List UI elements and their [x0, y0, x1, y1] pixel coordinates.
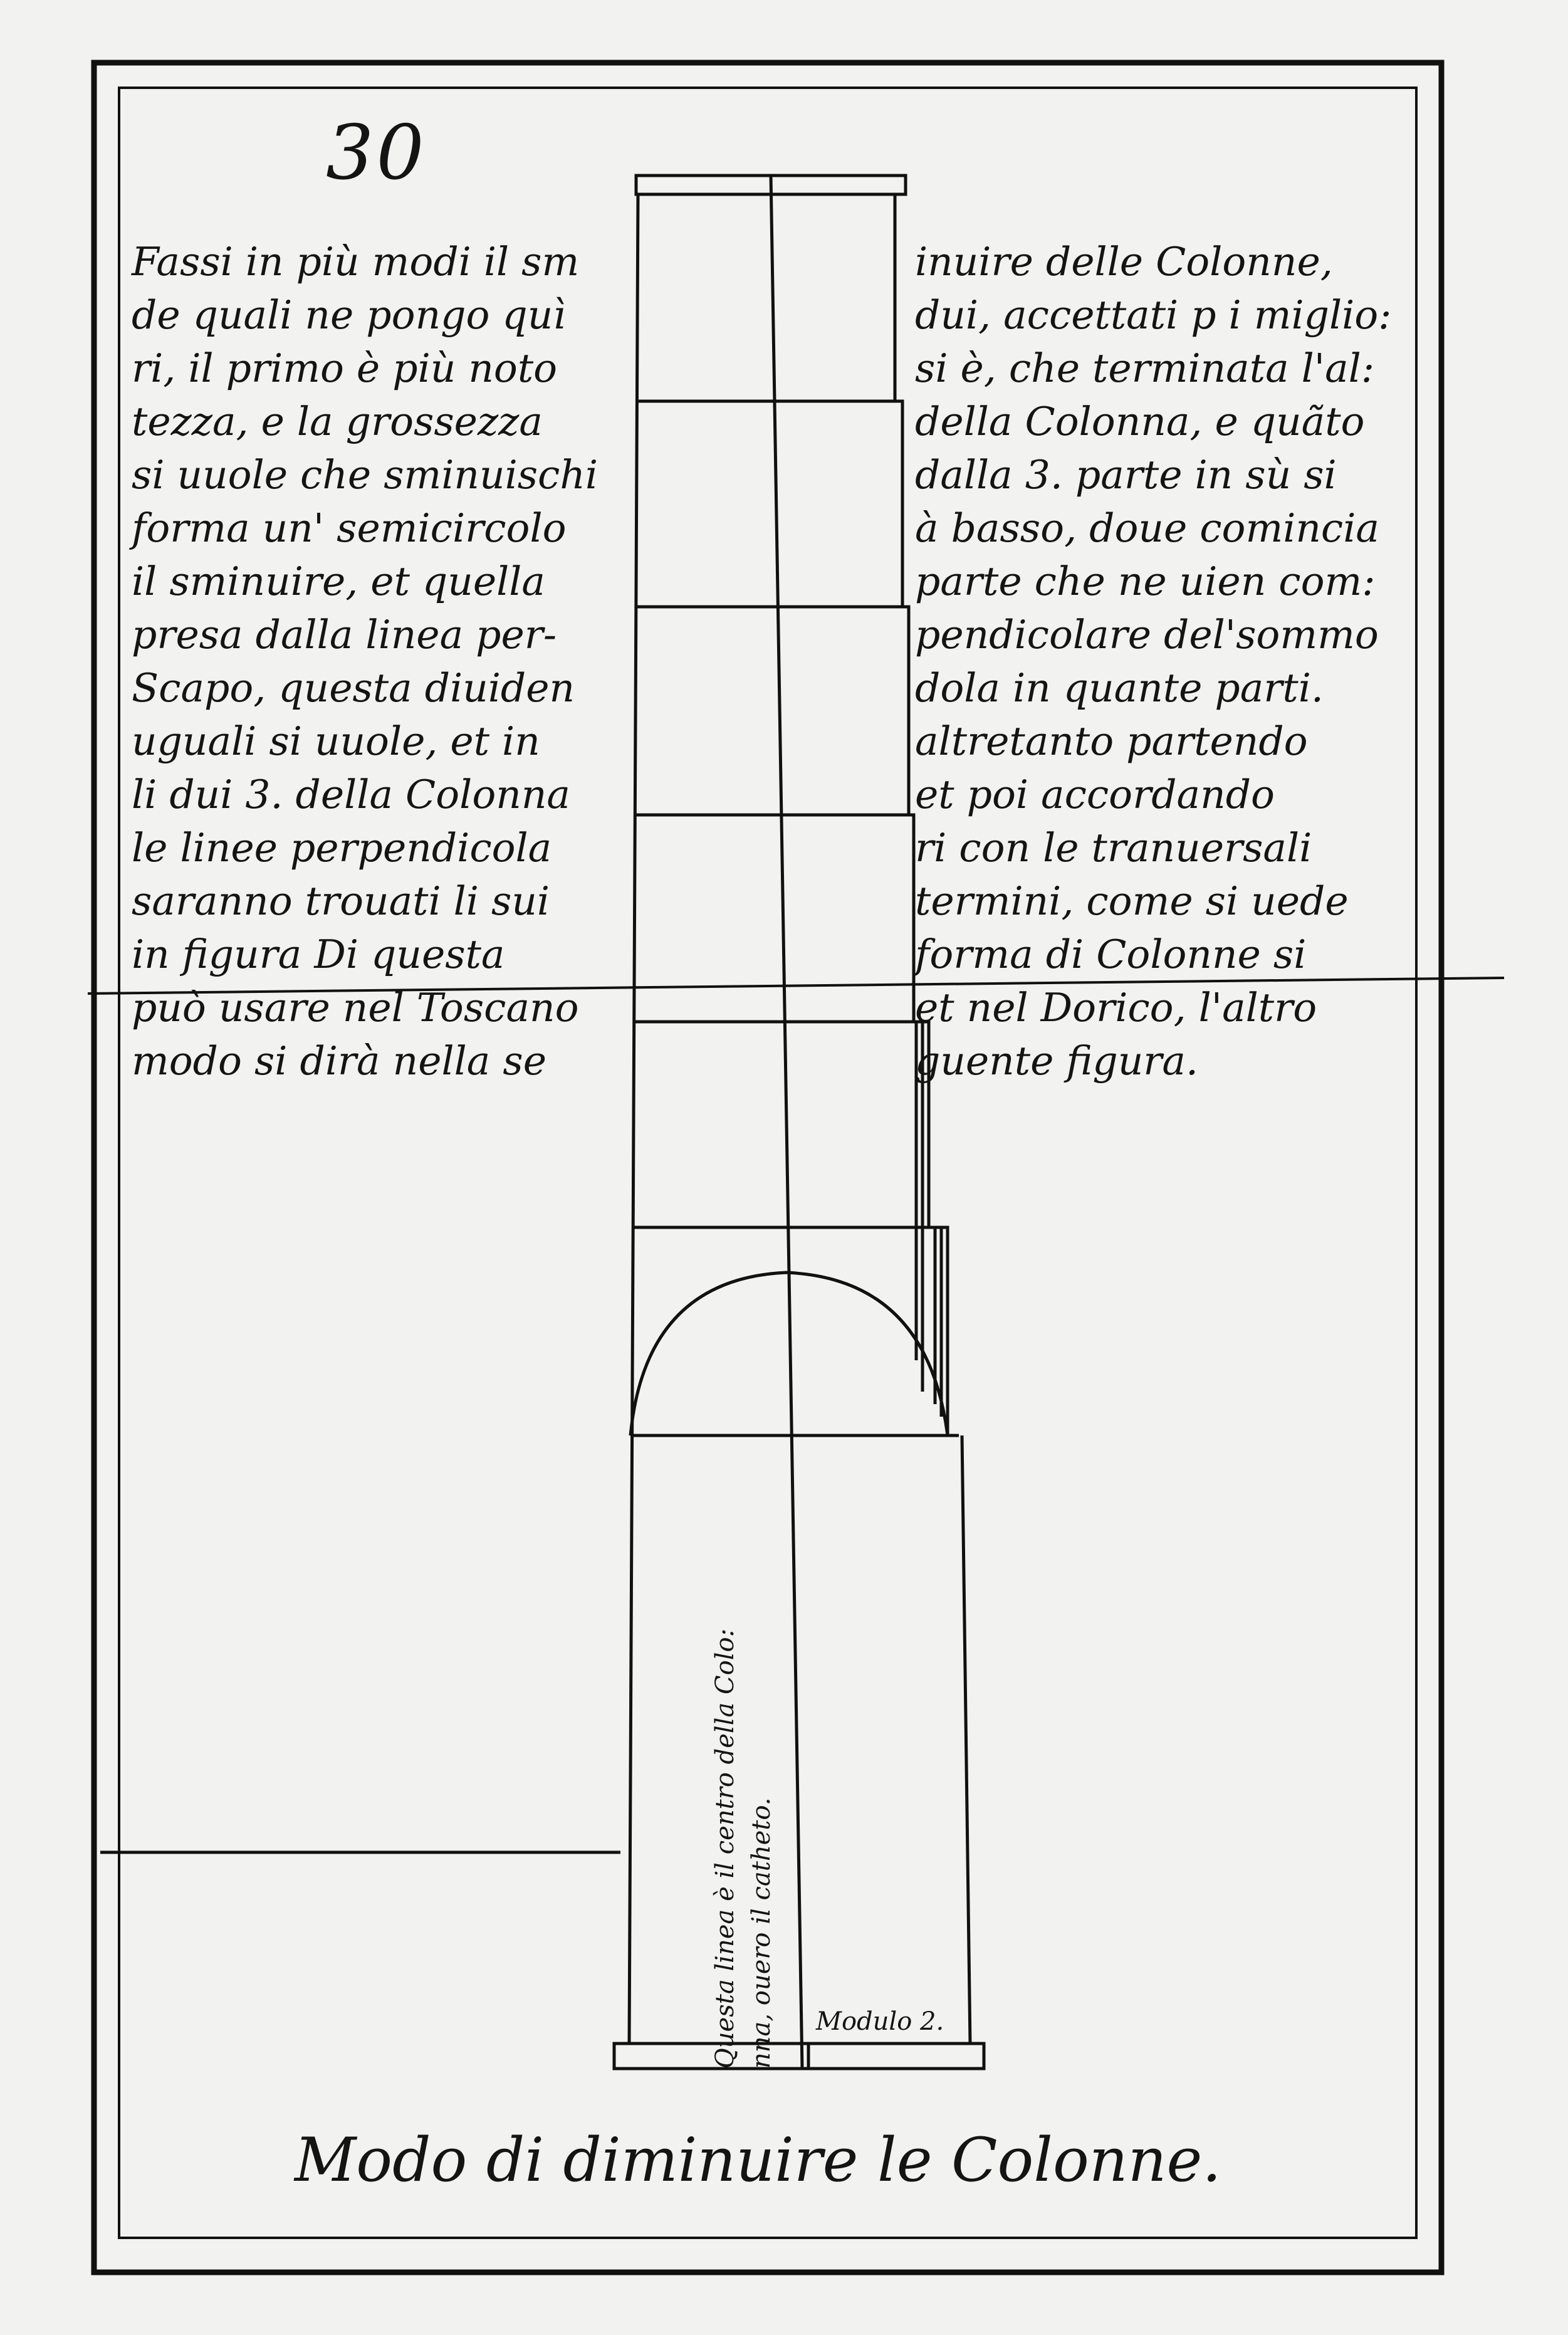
modulo-label: Modulo 2.	[816, 2007, 944, 2036]
outer-frame	[91, 60, 1445, 2275]
left-line: saranno trouati li sui	[132, 878, 550, 924]
left-line: può usare nel Toscano	[132, 985, 579, 1031]
strike-line-upper	[87, 977, 1505, 995]
right-line: ri con le tranuersali	[915, 825, 1312, 871]
right-line: dalla 3. parte in sù si	[915, 452, 1337, 498]
catheto-label-line2: nna, ouero il catheto.	[747, 1797, 776, 2069]
right-line: dola in quante parti.	[915, 665, 1324, 711]
left-line: forma un' semicircolo	[132, 505, 567, 551]
left-line: de quali ne pongo quì	[132, 292, 566, 338]
left-line: il sminuire, et quella	[132, 559, 545, 604]
catheto-label-line1: Questa linea è il centro della Colo:	[711, 1629, 740, 2069]
plate-number: 30	[326, 110, 427, 197]
column-shaft	[612, 175, 986, 2070]
left-line: si uuole che sminuischi	[132, 452, 598, 498]
left-line: presa dalla linea per-	[132, 612, 557, 658]
left-line: li dui 3. della Colonna	[132, 772, 570, 817]
right-text-column: inuire delle Colonne, dui, accettati p i…	[915, 235, 1391, 1088]
left-line: modo si dirà nella se	[132, 1038, 546, 1084]
left-line: Scapo, questa diuiden	[132, 665, 575, 711]
right-line: et poi accordando	[915, 772, 1275, 817]
right-line: à basso, doue comincia	[915, 505, 1379, 551]
plate-caption: Modo di diminuire le Colonne.	[295, 2125, 1221, 2195]
right-line: dui, accettati p i miglio:	[915, 292, 1392, 338]
left-line: uguali si uuole, et in	[132, 718, 540, 764]
right-line: guente figura.	[915, 1038, 1199, 1084]
right-line: inuire delle Colonne,	[915, 239, 1333, 285]
inner-frame	[118, 87, 1418, 2239]
right-line: si è, che terminata l'al:	[915, 345, 1375, 391]
right-line: altretanto partendo	[915, 718, 1308, 764]
right-line: pendicolare del'sommo	[915, 612, 1379, 658]
left-line: in figura Di questa	[132, 931, 505, 977]
catheto-vertical-label: Questa linea è il centro della Colo: nna…	[707, 1629, 780, 2069]
left-line: le linee perpendicola	[132, 825, 552, 871]
right-line: termini, come si uede	[915, 878, 1349, 924]
left-line: Fassi in più modi il sm	[132, 239, 580, 285]
left-line: ri, il primo è più noto	[132, 345, 558, 391]
right-line: parte che ne uien com:	[915, 559, 1376, 604]
left-line: tezza, e la grossezza	[132, 399, 543, 444]
left-text-column: Fassi in più modi il sm de quali ne pong…	[132, 235, 598, 1088]
right-line: forma di Colonne si	[915, 931, 1307, 977]
right-line: della Colonna, e quãto	[915, 399, 1365, 444]
right-line: et nel Dorico, l'altro	[915, 985, 1317, 1031]
